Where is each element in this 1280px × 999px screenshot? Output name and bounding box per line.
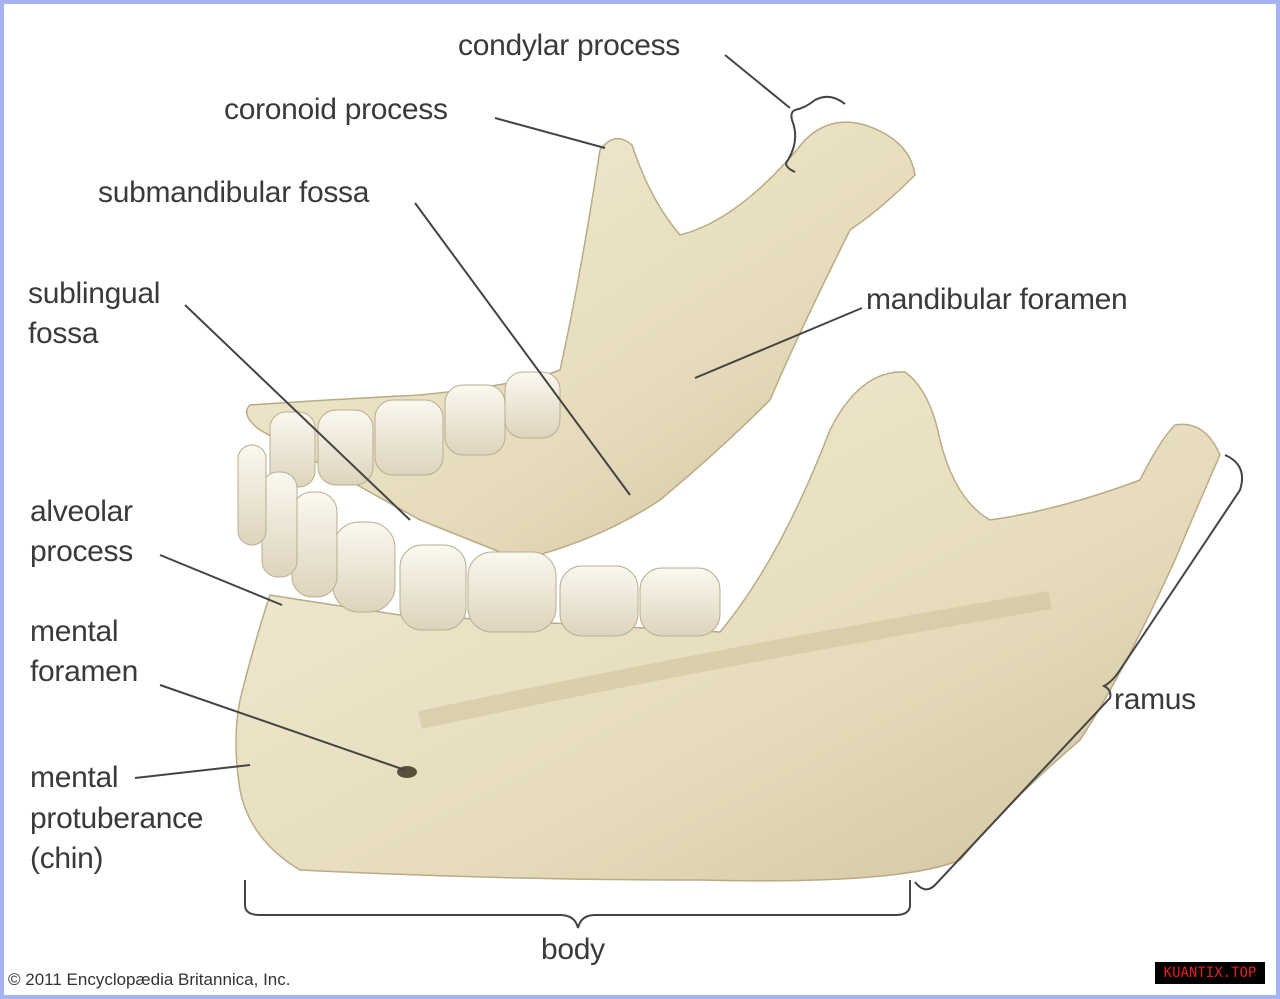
body-bracket (244, 880, 911, 929)
mental-protuberance-leader (134, 764, 251, 779)
copyright-notice: © 2011 Encyclopædia Britannica, Inc. (8, 970, 291, 989)
mental-foramen-leader (159, 684, 406, 771)
label-coronoid-process: coronoid process (224, 93, 448, 126)
label-mandibular-foramen: mandibular foramen (866, 283, 1128, 316)
label-alveolar-process-line2: process (30, 535, 133, 568)
watermark: KUANTIX.TOP (1155, 962, 1265, 984)
mandibular-foramen-leader (694, 307, 863, 379)
label-condylar-process: condylar process (458, 29, 680, 62)
label-body: body (541, 933, 605, 966)
label-ramus: ramus (1114, 683, 1196, 716)
label-alveolar-process-line1: alveolar (30, 495, 133, 528)
mandible-near-half (235, 371, 1221, 882)
submandibular-leader (414, 202, 631, 496)
leader-lines (134, 54, 1244, 929)
sublingual-leader (184, 304, 411, 521)
label-sublingual-fossa-line2: fossa (28, 317, 99, 350)
far-teeth (269, 371, 561, 488)
alveolar-leader (159, 554, 283, 606)
label-mental-protuberance-line2: protuberance (30, 802, 204, 835)
label-mental-protuberance-line3: (chin) (30, 842, 104, 875)
ramus-bracket (914, 454, 1244, 891)
label-mental-foramen-line1: mental (30, 615, 119, 648)
label-submandibular-fossa: submandibular fossa (98, 176, 370, 209)
condylar-leader (724, 54, 791, 109)
label-sublingual-fossa-line1: sublingual (28, 277, 161, 310)
condylar-bracket (785, 95, 846, 173)
bone-shading (418, 591, 1052, 729)
coronoid-leader (494, 117, 606, 149)
label-mental-foramen-line2: foramen (30, 655, 138, 688)
label-mental-protuberance-line1: mental (30, 761, 119, 794)
near-teeth (237, 444, 721, 637)
